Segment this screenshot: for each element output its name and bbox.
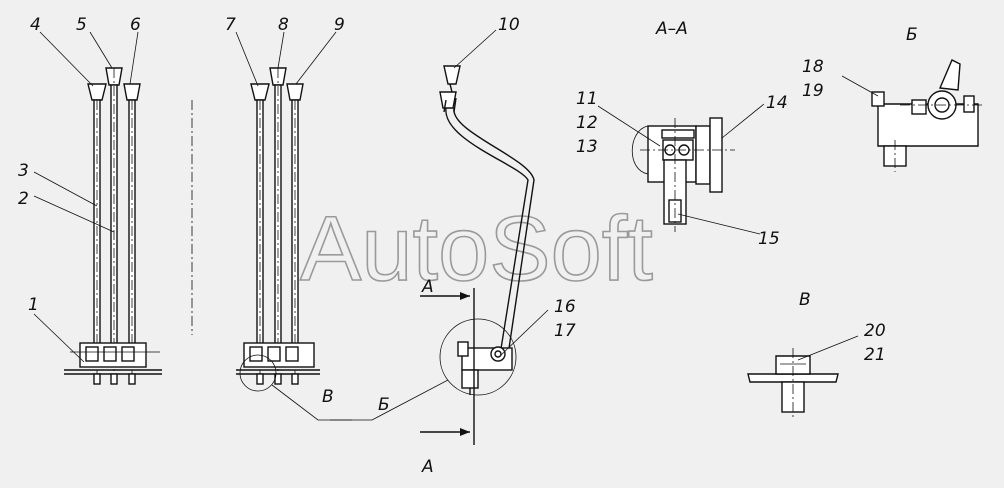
callout-15: 15 <box>758 229 780 249</box>
marker-a-bottom: А <box>421 457 434 477</box>
callout-v-label: В <box>322 387 334 407</box>
callout-3: 3 <box>18 161 29 181</box>
view-b-title: Б <box>906 25 918 45</box>
callout-6: 6 <box>130 15 141 35</box>
callout-7: 7 <box>225 15 236 35</box>
leader-lines <box>33 29 765 363</box>
section-aa-drawing <box>631 117 735 232</box>
section-aa-title: А–А <box>655 19 688 39</box>
callout-2: 2 <box>18 189 29 209</box>
lever-10-assembly <box>330 65 535 445</box>
callout-19: 19 <box>802 81 824 101</box>
callout-1: 1 <box>28 295 39 315</box>
lever-assembly-left <box>64 67 162 385</box>
knob-6 <box>123 83 141 101</box>
callout-18: 18 <box>802 57 824 77</box>
callout-16: 16 <box>554 297 576 317</box>
callout-14: 14 <box>766 93 788 113</box>
detail-circle-v <box>239 354 277 392</box>
knob-7 <box>250 83 270 101</box>
callout-10: 10 <box>498 15 520 35</box>
knob-10 <box>443 65 461 85</box>
callout-20: 20 <box>864 321 886 341</box>
callout-11: 11 <box>576 89 598 109</box>
callout-8: 8 <box>278 15 289 35</box>
marker-a-top: А <box>421 277 434 297</box>
knob-9 <box>286 83 304 101</box>
detail-circle-b <box>439 318 517 396</box>
knob-4 <box>87 83 107 101</box>
view-v-drawing <box>747 335 859 418</box>
watermark: AutoSoft <box>300 198 653 300</box>
callout-numbers: 1 2 3 4 5 6 7 8 9 10 11 12 13 14 15 16 1… <box>18 15 886 365</box>
view-v-title: В <box>799 290 811 310</box>
callout-9: 9 <box>334 15 345 35</box>
view-b-drawing <box>841 59 985 172</box>
callout-b-label: Б <box>378 395 390 415</box>
callout-12: 12 <box>576 113 598 133</box>
lever-assembly-middle <box>236 67 352 421</box>
callout-4: 4 <box>30 15 41 35</box>
callout-21: 21 <box>864 345 886 365</box>
callout-5: 5 <box>76 15 87 35</box>
callout-17: 17 <box>554 321 576 341</box>
callout-13: 13 <box>576 137 598 157</box>
